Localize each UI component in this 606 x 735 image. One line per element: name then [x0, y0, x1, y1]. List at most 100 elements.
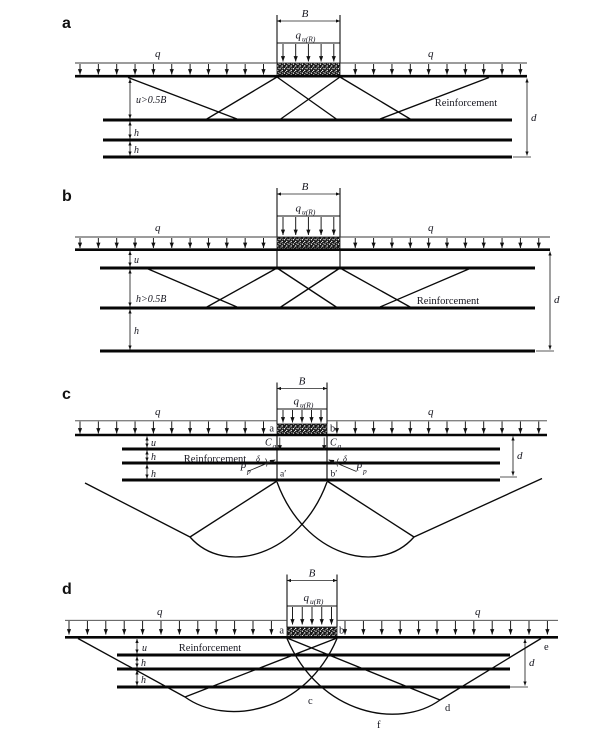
reinforcement-label: Reinforcement: [184, 454, 246, 465]
layer-spacing-label: h: [134, 128, 139, 139]
surcharge-arrows: [77, 64, 523, 75]
failure-surfaces: [127, 76, 490, 121]
panel-b-label: b: [62, 188, 72, 205]
general-shear-failure-surfaces: [77, 637, 542, 715]
layer-spacing-label: h: [134, 326, 139, 337]
bearing-pressure-label: q: [296, 203, 302, 215]
footing-block: [286, 626, 338, 638]
surcharge-strip: q q: [75, 222, 550, 249]
adhesion-force-left: C a: [265, 437, 282, 451]
passive-force-right: δ P p: [328, 454, 367, 476]
point-label-b: b: [339, 626, 344, 637]
point-label-f: f: [377, 720, 381, 731]
panel-d: d B q u(R) q q a b: [62, 568, 558, 731]
deep-failure-surfaces: [84, 477, 543, 558]
reinforcement-layers: [122, 447, 500, 482]
surcharge-label-left: q: [155, 48, 161, 60]
surcharge-arrows: [77, 238, 541, 249]
reinforcement-layers: [100, 266, 535, 353]
point-label-c: c: [308, 696, 313, 707]
surcharge-label-right: q: [428, 48, 434, 60]
panel-c: c B q u(R) q q a b: [62, 376, 547, 558]
adhesion-force-subscript: a: [338, 442, 342, 451]
footing-block: [276, 423, 328, 436]
passive-force-subscript: p: [362, 467, 367, 476]
friction-angle-label: δ: [256, 454, 261, 464]
depth-annotations: u h h: [135, 638, 147, 686]
surcharge-label-left: q: [155, 222, 161, 234]
surcharge-label-right: q: [475, 606, 481, 618]
total-depth-dimension: d: [500, 436, 523, 478]
adhesion-force-subscript: a: [273, 442, 277, 451]
footing-width-dimension: B: [286, 568, 338, 583]
passive-force-left: δ P p: [239, 454, 276, 476]
footing-width-dimension: B: [276, 181, 341, 196]
footing-block: [276, 62, 341, 77]
footing-width-dimension: B: [276, 8, 341, 23]
footing-load-box: q u(R): [286, 574, 338, 627]
top-spacing-note: u>0.5B: [136, 95, 166, 106]
footing-load-arrows: [280, 217, 336, 236]
surcharge-label-right: q: [428, 406, 434, 418]
footing-load-box: q u(R): [276, 15, 341, 63]
footing-load-box: q u(R): [276, 188, 341, 237]
friction-angle-label: δ: [343, 454, 348, 464]
surcharge-strip: q q: [65, 606, 558, 635]
depth-annotations: u h h: [145, 436, 156, 480]
panel-a-label: a: [62, 15, 71, 32]
bearing-pressure-label: q: [296, 30, 302, 42]
layer-spacing-label: h: [151, 469, 156, 480]
total-depth-label: d: [531, 112, 537, 124]
adhesion-force-label: C: [330, 438, 337, 449]
footing-load-arrows: [280, 44, 336, 62]
point-label-a: a: [269, 424, 274, 435]
bearing-pressure-label: q: [294, 396, 300, 408]
point-label-b-prime: b′: [331, 470, 338, 480]
adhesion-force-label: C: [265, 438, 272, 449]
top-spacing-label: u: [134, 255, 139, 266]
failure-surfaces: [146, 250, 471, 309]
total-depth-dimension: d: [510, 638, 535, 688]
point-label-a: a: [279, 626, 284, 637]
footing-block: [276, 236, 341, 250]
bearing-pressure-label: q: [304, 592, 310, 604]
surcharge-label-left: q: [155, 406, 161, 418]
reinforcement-label: Reinforcement: [417, 296, 479, 307]
panel-c-label: c: [62, 386, 71, 403]
bearing-pressure-subscript: u(R): [300, 401, 314, 410]
bearing-pressure-subscript: u(R): [310, 597, 324, 606]
panel-b: b B q u(R) q q: [62, 181, 560, 353]
point-label-e: e: [544, 642, 549, 653]
passive-force-subscript: p: [246, 467, 251, 476]
point-label-d: d: [445, 703, 451, 714]
passive-force-label: P: [355, 463, 362, 474]
footing-width-label: B: [299, 376, 306, 388]
total-depth-dimension: d: [536, 251, 560, 352]
depth-annotations: u>0.5B h h: [128, 78, 166, 156]
total-depth-label: d: [554, 294, 560, 306]
reinforcement-label: Reinforcement: [435, 98, 497, 109]
layer-spacing-label: h: [134, 145, 139, 156]
panel-d-label: d: [62, 581, 72, 598]
point-label-b: b: [330, 424, 335, 435]
layer-spacing-note: h>0.5B: [136, 294, 166, 305]
surcharge-strip: q q: [75, 406, 547, 434]
layer-spacing-label: h: [141, 675, 146, 686]
passive-force-label: P: [239, 463, 246, 474]
total-depth-label: d: [517, 450, 523, 462]
reinforcement-layers: [117, 653, 510, 689]
bearing-pressure-subscript: u(R): [302, 35, 316, 44]
footing-load-box: q u(R): [276, 382, 328, 424]
top-spacing-label: u: [142, 643, 147, 654]
bearing-pressure-subscript: u(R): [302, 208, 316, 217]
adhesion-force-right: C a: [322, 437, 342, 451]
depth-annotations: u h>0.5B h: [128, 250, 166, 350]
total-depth-dimension: d: [513, 78, 537, 158]
reinforcement-layers: [103, 118, 512, 159]
layer-spacing-label: h: [141, 658, 146, 669]
reinforcement-label: Reinforcement: [179, 643, 241, 654]
surcharge-strip: q q: [75, 48, 527, 75]
footing-load-arrows: [280, 410, 324, 423]
footing-width-label: B: [302, 8, 309, 20]
